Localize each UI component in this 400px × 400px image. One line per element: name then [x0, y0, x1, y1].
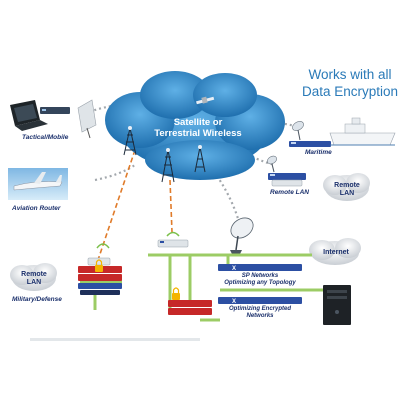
- remote-lan-right-cloud-label: Remote LAN: [325, 182, 369, 198]
- flat-antenna-icon: [77, 99, 97, 139]
- remote-lan-right-line2: LAN: [339, 190, 355, 197]
- label-maritime: Maritime: [305, 149, 332, 156]
- lan-lines: [80, 253, 345, 322]
- label-sp-networks: SP Networks Optimizing any Topology: [218, 273, 302, 287]
- sp-network-devices: X X: [218, 264, 302, 305]
- ship-image: [329, 117, 396, 146]
- dashed-links: [97, 149, 173, 261]
- bottom-faded-strip: [30, 338, 200, 341]
- encrypted-line2: Networks: [246, 313, 274, 319]
- lock-icon: [95, 259, 103, 272]
- cloud-label-line2: Terrestrial Wireless: [154, 128, 242, 139]
- cloud-label-line1: Satellite or: [173, 117, 223, 128]
- server-icon: [323, 285, 351, 325]
- modem-icon: [40, 107, 70, 114]
- sp-networks-line1: SP Networks: [241, 273, 279, 279]
- headline-line1: Works with all: [308, 67, 392, 82]
- maritime-modem-icon: [289, 141, 331, 147]
- center-modem-icon: [157, 231, 189, 248]
- remote-lan-right-modem-icon: [268, 173, 306, 187]
- internet-label: Internet: [323, 249, 349, 256]
- label-tactical: Tactical/Mobile: [22, 134, 69, 141]
- laptop-icon: [10, 100, 48, 131]
- remote-lan-left-line2: LAN: [26, 279, 42, 286]
- svg-text:X: X: [232, 299, 236, 305]
- remote-lan-right-dish-icon: [267, 155, 277, 173]
- main-cloud: [105, 71, 285, 180]
- satellite-icon: [196, 96, 215, 105]
- sp-networks-line2: Optimizing any Topology: [224, 280, 296, 286]
- remote-lan-right-line1: Remote: [334, 182, 360, 189]
- aviation-image: [8, 168, 68, 200]
- label-military: Military/Defense: [12, 296, 62, 303]
- remote-lan-left-line1: Remote: [21, 271, 47, 278]
- cloud-label: Satellite or Terrestrial Wireless: [138, 117, 258, 139]
- headline: Works with all Data Encryption: [298, 66, 400, 100]
- headline-line2: Data Encryption: [301, 84, 399, 99]
- internet-cloud: [309, 238, 361, 265]
- remote-lan-left-cloud-label: Remote LAN: [12, 271, 56, 287]
- encrypted-router-stack: [168, 287, 212, 315]
- label-remote-lan-right-caption: Remote LAN: [270, 189, 310, 196]
- label-aviation: Aviation Router: [12, 205, 61, 212]
- ground-dish-icon: [230, 217, 254, 254]
- remote-lan-left-cloud: [10, 263, 57, 291]
- encrypted-line1: Optimizing Encrypted: [228, 306, 291, 312]
- remote-lan-right-cloud: [323, 173, 370, 201]
- tower-icons: [123, 127, 206, 183]
- svg-text:X: X: [232, 266, 236, 272]
- maritime-dish-icon: [292, 121, 304, 141]
- label-encrypted: Optimizing Encrypted Networks: [218, 306, 302, 320]
